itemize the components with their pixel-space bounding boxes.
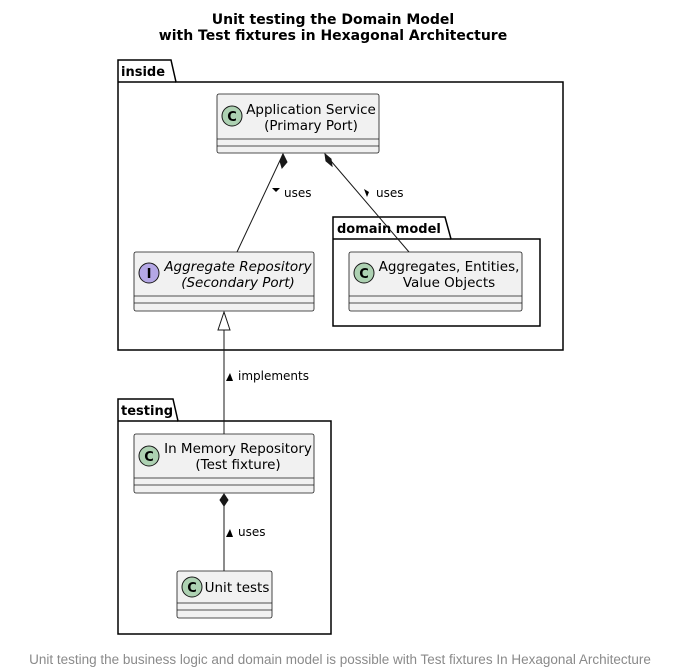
edge-memory-implements-aggregate-repository: implements	[217, 310, 309, 434]
class-badge-letter: C	[187, 581, 197, 596]
interface-name-line-1: Aggregate Repository	[163, 259, 312, 275]
class-application-service[interactable]: C Application Service (Primary Port)	[216, 93, 380, 154]
class-badge-icon	[221, 105, 243, 127]
class-badge-letter: C	[144, 450, 154, 465]
direction-arrow-icon	[364, 189, 369, 197]
class-name-line-2: (Test fixture)	[195, 457, 280, 473]
class-name-line-2: (Primary Port)	[264, 118, 358, 134]
interface-badge-letter: I	[147, 267, 152, 282]
interface-aggregate-repository[interactable]: I Aggregate Repository (Secondary Port)	[133, 251, 315, 312]
package-label-testing: testing	[121, 404, 173, 419]
direction-arrow-icon	[226, 373, 233, 381]
figure-caption: Unit testing the business logic and doma…	[29, 652, 651, 667]
interface-badge-icon	[138, 262, 160, 284]
package-label-inside: inside	[121, 65, 165, 80]
class-badge-icon	[138, 445, 160, 467]
class-aggregates-entities-value-objects[interactable]: C Aggregates, Entities, Value Objects	[348, 251, 523, 312]
class-badge-icon	[181, 576, 203, 598]
uml-class-diagram: Unit testing the Domain Model with Test …	[117, 12, 564, 635]
package-testing: testing	[117, 398, 332, 635]
class-name-line-1: Aggregates, Entities,	[379, 259, 520, 275]
edge-label-implements: implements	[238, 369, 309, 383]
edge-label-uses: uses	[376, 186, 404, 200]
class-badge-letter: C	[359, 267, 369, 282]
class-name-line-1: Unit tests	[205, 580, 270, 596]
class-badge-icon	[353, 262, 375, 284]
realization-arrowhead	[217, 310, 231, 331]
edge-label-uses: uses	[284, 186, 312, 200]
class-name-line-1: Application Service	[246, 102, 376, 118]
direction-arrow-icon	[272, 188, 280, 192]
diagram-title-line-2: with Test fixtures in Hexagonal Architec…	[159, 28, 507, 44]
edge-unit-tests-uses-memory-repository: uses	[219, 493, 266, 571]
composition-diamond	[324, 152, 333, 168]
edge-app-uses-aggregate-repository: uses	[236, 152, 312, 253]
class-unit-tests[interactable]: C Unit tests	[176, 570, 273, 619]
package-inside: inside	[117, 59, 564, 351]
class-name-line-2: Value Objects	[403, 275, 495, 291]
diagram-title-line-1: Unit testing the Domain Model	[212, 12, 454, 28]
class-in-memory-repository[interactable]: C In Memory Repository (Test fixture)	[133, 433, 315, 494]
package-domain-model: domain model	[332, 216, 541, 327]
edge-label-uses: uses	[238, 525, 266, 539]
package-label-domain-model: domain model	[337, 222, 441, 237]
interface-name-line-2: (Secondary Port)	[181, 275, 295, 291]
edge-app-uses-domain-objects: uses	[324, 152, 410, 253]
class-name-line-1: In Memory Repository	[164, 441, 312, 457]
composition-diamond	[279, 152, 288, 170]
direction-arrow-icon	[226, 529, 233, 537]
composition-diamond	[219, 493, 229, 507]
class-badge-letter: C	[227, 110, 237, 125]
